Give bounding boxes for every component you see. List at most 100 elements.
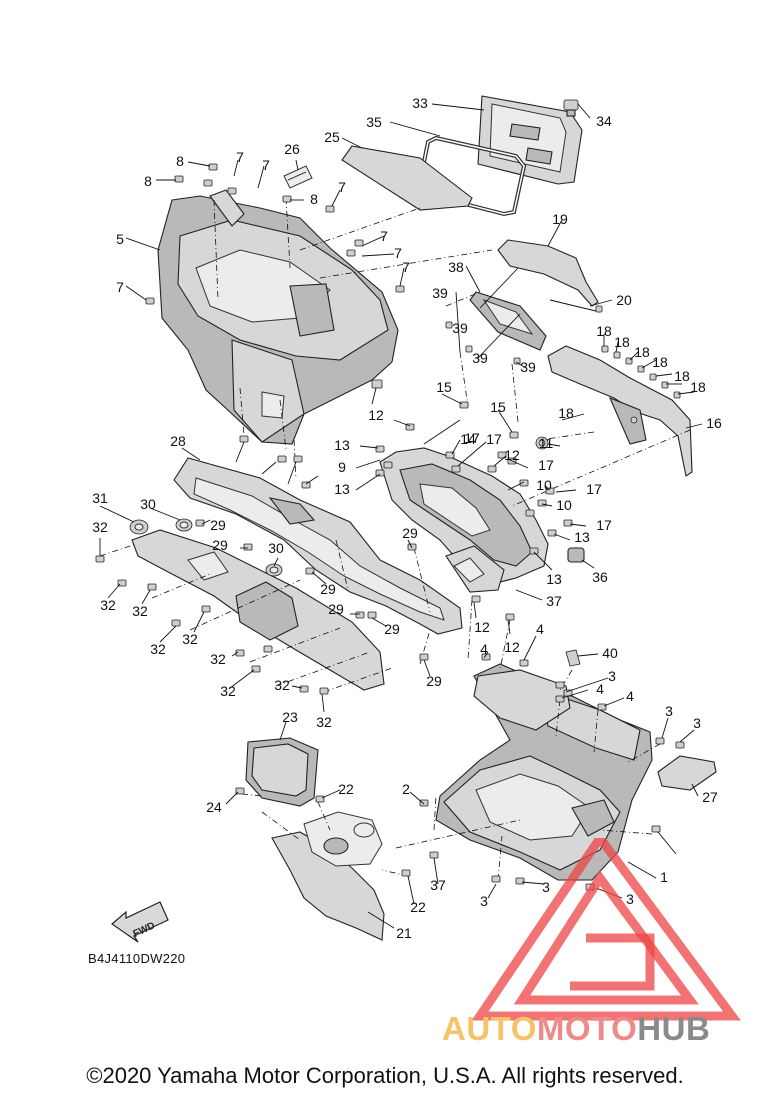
- callout-number: 16: [706, 415, 722, 431]
- callout-number: 7: [262, 157, 270, 173]
- callout-number: 32: [132, 603, 148, 619]
- callout-number: 32: [316, 714, 332, 730]
- watermark-hub: HUB: [637, 1010, 711, 1047]
- callout-number: 12: [474, 619, 490, 635]
- callout-number: 32: [220, 683, 236, 699]
- callout-number: 13: [574, 529, 590, 545]
- watermark-logo: [471, 838, 741, 1021]
- callout-number: 15: [490, 399, 506, 415]
- callout-number: 3: [693, 715, 701, 731]
- callout-number: 32: [210, 651, 226, 667]
- callout-number: 39: [452, 320, 468, 336]
- phantom-lines: [99, 197, 691, 881]
- fasteners: [95, 163, 685, 891]
- callout-number: 30: [268, 540, 284, 556]
- callout-number: 18: [674, 368, 690, 384]
- part-clip-40: [565, 649, 581, 667]
- callout-number: 17: [464, 430, 480, 446]
- callout-number: 32: [100, 597, 116, 613]
- part-center-panel: [173, 457, 463, 635]
- part-side-rail: [547, 345, 693, 477]
- diagram-code: B4J4110DW220: [88, 951, 186, 966]
- part-lower-tub: [435, 663, 653, 881]
- callout-number: 18: [652, 354, 668, 370]
- callout-number: 5: [116, 231, 124, 247]
- part-knob: [563, 99, 579, 117]
- callout-number: 12: [504, 447, 520, 463]
- callout-number: 7: [116, 279, 124, 295]
- callout-number: 18: [558, 405, 574, 421]
- callout-number: 3: [626, 891, 634, 907]
- callout-number: 15: [436, 379, 452, 395]
- part-tray: [657, 755, 717, 791]
- callout-number: 3: [608, 668, 616, 684]
- callout-number: 29: [402, 525, 418, 541]
- callout-number: 28: [170, 433, 186, 449]
- callout-number: 34: [596, 113, 612, 129]
- leader-lines: [99, 103, 703, 929]
- callout-number: 4: [480, 641, 488, 657]
- callout-number: 29: [210, 517, 226, 533]
- callout-number: 18: [690, 379, 706, 395]
- callout-number: 26: [284, 141, 300, 157]
- callout-number: 3: [665, 703, 673, 719]
- part-center-frame: [379, 436, 585, 593]
- callout-number: 29: [320, 581, 336, 597]
- callout-number: 22: [410, 899, 426, 915]
- callout-number: 37: [546, 593, 562, 609]
- callout-number: 36: [592, 569, 608, 585]
- callout-number: 12: [368, 407, 384, 423]
- callout-number: 39: [472, 350, 488, 366]
- callout-number: 20: [616, 292, 632, 308]
- callout-number: 8: [310, 191, 318, 207]
- part-grommets: [129, 518, 283, 577]
- callout-number: 21: [396, 925, 412, 941]
- part-box: [245, 737, 319, 807]
- part-upper-bracket: [469, 239, 601, 351]
- callout-number: 17: [538, 457, 554, 473]
- callout-number: 18: [596, 323, 612, 339]
- callout-number: 7: [380, 228, 388, 244]
- callout-number: 25: [324, 129, 340, 145]
- fwd-arrow: FWD: [111, 901, 169, 943]
- callout-number: 30: [140, 496, 156, 512]
- callout-number: 37: [430, 877, 446, 893]
- callout-number: 8: [144, 173, 152, 189]
- callout-number: 7: [402, 259, 410, 275]
- callout-number: 12: [504, 639, 520, 655]
- callout-number: 4: [596, 681, 604, 697]
- callout-number: 39: [432, 285, 448, 301]
- callout-number: 2: [402, 781, 410, 797]
- part-lower-front: [271, 811, 385, 941]
- callout-number: 38: [448, 259, 464, 275]
- callout-number: 4: [536, 621, 544, 637]
- callout-number: 29: [328, 601, 344, 617]
- callout-number: 18: [614, 334, 630, 350]
- callout-number: 17: [486, 431, 502, 447]
- callout-number: 32: [274, 677, 290, 693]
- callout-number: 10: [556, 497, 572, 513]
- callout-number: 35: [366, 114, 382, 130]
- callout-number: 13: [546, 571, 562, 587]
- callout-number: 32: [92, 519, 108, 535]
- callout-number: 7: [236, 149, 244, 165]
- callout-number: 31: [92, 490, 108, 506]
- callout-number: 24: [206, 799, 222, 815]
- callout-number: 13: [334, 437, 350, 453]
- callout-number: 14: [460, 431, 476, 447]
- callout-number: 11: [539, 435, 554, 451]
- callout-number: 9: [338, 459, 346, 475]
- part-panel: [341, 145, 473, 211]
- callout-number: 3: [542, 879, 550, 895]
- part-side-panel: [131, 529, 385, 691]
- callout-number: 4: [626, 688, 634, 704]
- callout-number: 17: [596, 517, 612, 533]
- callout-number: 1: [660, 869, 668, 885]
- watermark-moto: MOTO: [536, 1010, 638, 1047]
- part-clip-26: [283, 165, 313, 189]
- callout-number: 3: [480, 893, 488, 909]
- callout-number: 32: [150, 641, 166, 657]
- watermark-auto: AUTO: [442, 1010, 537, 1047]
